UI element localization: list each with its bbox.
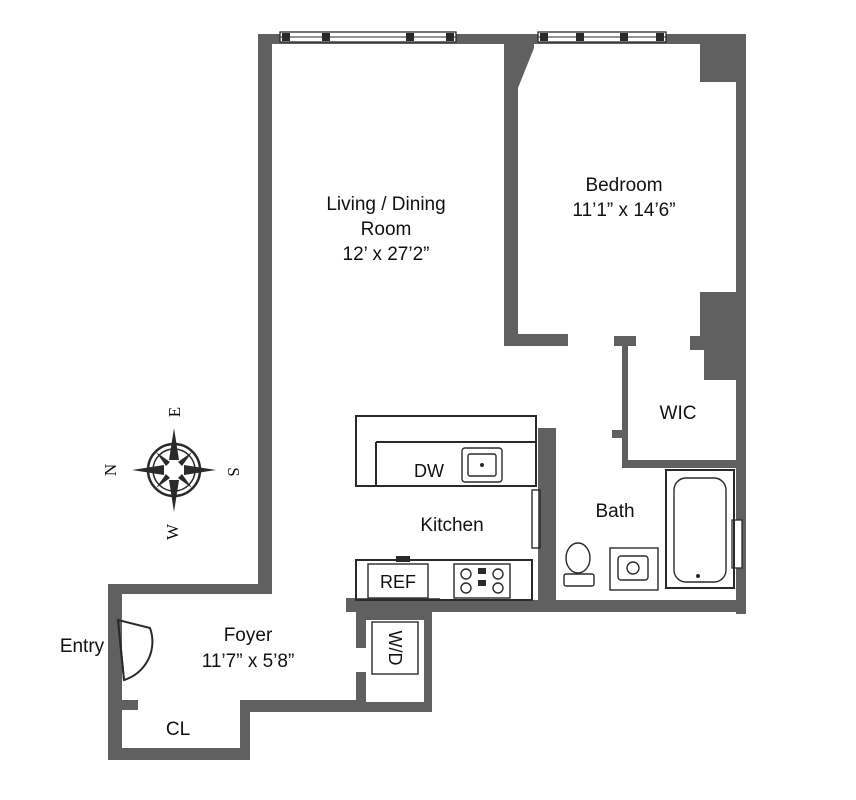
wall-bottom-right <box>432 600 746 612</box>
wall-column <box>690 292 744 380</box>
wall-wd <box>356 612 432 712</box>
wall-living-left <box>258 36 272 590</box>
compass-east-label: E <box>165 407 184 417</box>
wall-kitchen-bath <box>538 428 556 604</box>
kitchen-name: Kitchen <box>420 515 483 536</box>
living-room-name-1: Living / Dining <box>326 194 445 215</box>
labels: Living / Dining Room 12’ x 27’2” Bedroom… <box>60 175 697 740</box>
washer-dryer-label: W/D <box>385 631 405 666</box>
bath-name: Bath <box>595 501 634 522</box>
entry-label: Entry <box>60 636 105 657</box>
bedroom-name: Bedroom <box>585 175 662 196</box>
wall-foyer-right <box>240 700 362 760</box>
bedroom-size: 11’1” x 14’6” <box>572 200 675 221</box>
washer-dryer <box>371 621 419 675</box>
living-room-size: 12’ x 27’2” <box>343 244 430 265</box>
sink-icon <box>461 447 503 483</box>
wall-bedroom-pier <box>700 34 744 82</box>
compass-west-label: W <box>163 523 182 540</box>
wall-foyer-top <box>108 584 272 594</box>
bath-fixtures <box>563 469 735 591</box>
closet-name: CL <box>166 719 190 740</box>
walls <box>108 34 746 760</box>
wall-kitchen-bottom <box>346 598 440 612</box>
living-room-name-2: Room <box>361 219 412 240</box>
compass-south-label: S <box>224 467 243 476</box>
entry-door <box>116 618 154 682</box>
toilet-icon <box>565 542 591 574</box>
wall-closet <box>122 700 138 710</box>
compass-north-label: N <box>101 464 120 476</box>
wall-foyer-left <box>108 590 122 760</box>
wall-wic <box>612 336 736 468</box>
bathtub-icon <box>673 477 727 583</box>
kitchen-counters <box>355 415 541 601</box>
range-icon <box>453 563 511 599</box>
refrigerator-label: REF <box>380 572 416 592</box>
dishwasher-label: DW <box>414 461 444 481</box>
wall-partition <box>504 34 568 346</box>
foyer-name: Foyer <box>224 625 273 646</box>
vanity-sink-icon <box>609 547 659 591</box>
wic-name: WIC <box>660 403 697 424</box>
windows <box>279 31 743 569</box>
foyer-size: 11’7” x 5’8” <box>202 651 295 672</box>
wall-foyer-bottom <box>108 748 250 760</box>
compass-icon <box>132 428 216 512</box>
